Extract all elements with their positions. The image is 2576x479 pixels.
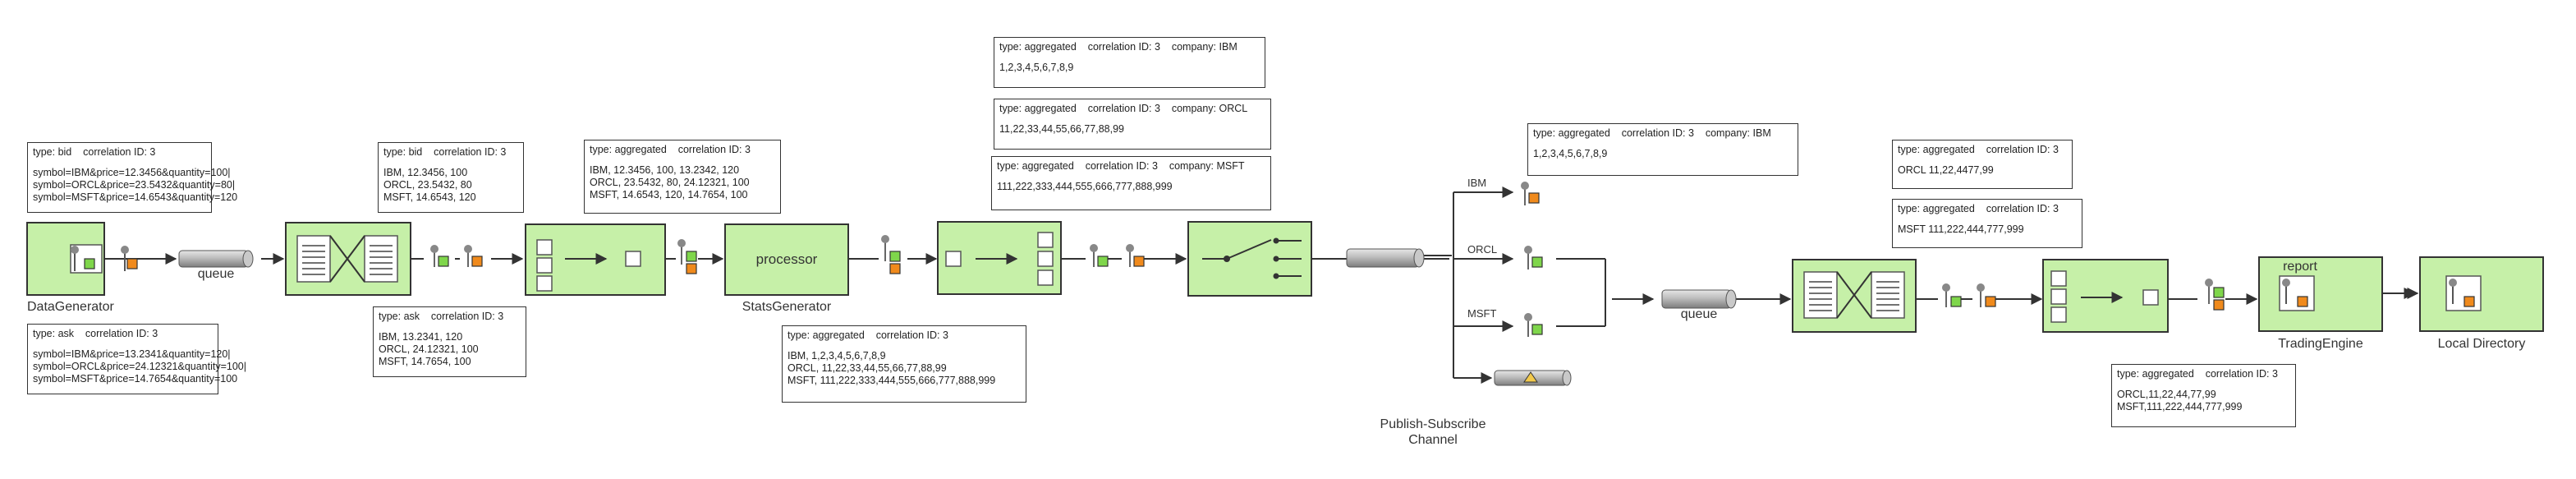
message-header: type: bid correlation ID: 3	[383, 146, 507, 158]
message-header: type: aggregated correlation ID: 3 compa…	[999, 103, 1248, 114]
message-line: 1,2,3,4,5,6,7,8,9	[999, 62, 1074, 73]
local-directory-component[interactable]	[2419, 256, 2544, 332]
report-label: report	[2283, 260, 2317, 274]
message-box-split-msft: type: aggregated correlation ID: 3 compa…	[991, 156, 1271, 210]
splitter-component-2[interactable]	[2042, 259, 2169, 333]
token-pair-3	[881, 235, 901, 274]
message-box-aggregated-pair: type: aggregated correlation ID: 3 IBM, …	[584, 140, 781, 214]
message-line: 1,2,3,4,5,6,7,8,9	[1533, 148, 1608, 159]
pubsub-label-line2: Channel	[1408, 433, 1458, 447]
token-msft	[1524, 313, 1543, 337]
token-orcl	[1524, 246, 1543, 269]
message-line: ORCL, 11,22,33,44,55,66,77,88,99	[787, 362, 947, 374]
message-line: ORCL, 23.5432, 80, 24.12321, 100	[590, 177, 750, 188]
message-box-bid-split: type: bid correlation ID: 3 IBM, 12.3456…	[378, 142, 524, 213]
message-line: IBM, 12.3456, 100, 13.2342, 120	[590, 164, 740, 176]
message-box-aggregated-stats: type: aggregated correlation ID: 3 IBM, …	[782, 325, 1026, 403]
message-store-component[interactable]	[26, 222, 138, 296]
message-line: 11,22,33,44,55,66,77,88,99	[999, 123, 1124, 135]
token-ibm	[1521, 182, 1540, 205]
data-generator-label: DataGenerator	[27, 300, 114, 314]
message-line: ORCL, 24.12321, 100	[379, 343, 479, 355]
message-header: type: bid correlation ID: 3	[33, 146, 156, 158]
message-header: type: aggregated correlation ID: 3	[2117, 368, 2278, 380]
dead-letter-pipe[interactable]	[1494, 370, 1572, 386]
message-line: MSFT, 14.6543, 120	[383, 191, 476, 203]
local-directory-label: Local Directory	[2437, 337, 2526, 351]
message-line: symbol=ORCL&price=24.12321&quantity=100|	[33, 361, 247, 372]
message-box-split-orcl: type: aggregated correlation ID: 3 compa…	[994, 99, 1271, 150]
message-box-final-orcl: type: aggregated correlation ID: 3 ORCL …	[1892, 140, 2073, 189]
message-line: 111,222,333,444,555,666,777,888,999	[997, 181, 1173, 192]
message-line: MSFT 111,222,444,777,999	[1898, 223, 2024, 235]
queue-label: queue	[197, 267, 235, 281]
message-header: type: aggregated correlation ID: 3 compa…	[1533, 127, 1771, 139]
message-box-final-combined: type: aggregated correlation ID: 3 ORCL,…	[2111, 364, 2296, 427]
pubsub-pipe[interactable]	[1346, 248, 1425, 268]
message-header: type: aggregated correlation ID: 3	[1898, 203, 2059, 214]
pubsub-label-line1: Publish-Subscribe	[1380, 417, 1486, 431]
message-box-ask-split: type: ask correlation ID: 3 IBM, 13.2341…	[373, 306, 526, 377]
message-header: type: aggregated correlation ID: 3	[1898, 144, 2059, 155]
message-box-split-ibm: type: aggregated correlation ID: 3 compa…	[994, 37, 1265, 88]
queue2-label: queue	[1680, 307, 1718, 321]
trading-engine-component[interactable]	[2258, 256, 2383, 332]
message-box-final-msft: type: aggregated correlation ID: 3 MSFT …	[1892, 199, 2082, 248]
message-line: symbol=IBM&price=12.3456&quantity=100|	[33, 167, 231, 178]
message-line: symbol=MSFT&price=14.7654&quantity=100	[33, 373, 238, 385]
message-line: IBM, 1,2,3,4,5,6,7,8,9	[787, 350, 886, 362]
stats-generator-label: StatsGenerator	[742, 300, 832, 314]
route-label-orcl: ORCL	[1467, 243, 1498, 256]
token-pair-2	[677, 239, 697, 274]
message-line: ORCL 11,22,4477,99	[1898, 164, 1994, 176]
pipe-channel-queue[interactable]	[178, 250, 254, 268]
message-header: type: aggregated correlation ID: 3	[787, 329, 948, 341]
message-header: type: aggregated correlation ID: 3 compa…	[997, 160, 1245, 172]
splitter-component[interactable]	[525, 223, 666, 296]
aggregator-component[interactable]	[285, 222, 411, 296]
message-line: symbol=MSFT&price=14.6543&quantity=120	[33, 191, 238, 203]
message-box-ask: type: ask correlation ID: 3 symbol=IBM&p…	[27, 324, 247, 394]
message-header: type: aggregated correlation ID: 3 compa…	[999, 41, 1237, 53]
message-line: IBM, 13.2341, 120	[379, 331, 463, 343]
route-label-ibm: IBM	[1467, 177, 1487, 189]
route-label-msft: MSFT	[1467, 307, 1497, 320]
processor-label: processor	[755, 251, 818, 267]
message-header: type: ask correlation ID: 3	[379, 311, 504, 322]
token-pair-1	[430, 245, 483, 267]
message-line: MSFT, 14.6543, 120, 14.7654, 100	[590, 189, 748, 200]
message-line: MSFT, 111,222,333,444,555,666,777,888,99…	[787, 375, 996, 386]
message-box-pubsub-ibm: type: aggregated correlation ID: 3 compa…	[1527, 123, 1798, 176]
processor-component[interactable]	[724, 223, 849, 296]
message-line: ORCL, 23.5432, 80	[383, 179, 472, 191]
trading-engine-label: TradingEngine	[2278, 337, 2363, 351]
message-line: ORCL,11,22,44,77,99	[2117, 389, 2216, 400]
message-line: IBM, 12.3456, 100	[383, 167, 468, 178]
message-header: type: ask correlation ID: 3	[33, 328, 158, 339]
router-component[interactable]	[1187, 221, 1312, 297]
aggregator-component-2[interactable]	[1792, 259, 1917, 333]
token-pair-5	[1916, 283, 1996, 307]
queue-pipe-2[interactable]	[1661, 289, 1737, 309]
token-pair-6	[2205, 279, 2225, 311]
token-pair-4	[1061, 244, 1187, 267]
message-box-bid: type: bid correlation ID: 3 symbol=IBM&p…	[27, 142, 238, 213]
aggregator-splitter-component[interactable]	[937, 221, 1062, 295]
message-line: symbol=IBM&price=13.2341&quantity=120|	[33, 348, 231, 360]
message-line: symbol=ORCL&price=23.5432&quantity=80|	[33, 179, 236, 191]
message-line: MSFT,111,222,444,777,999	[2117, 401, 2243, 412]
message-line: MSFT, 14.7654, 100	[379, 356, 471, 367]
message-header: type: aggregated correlation ID: 3	[590, 144, 751, 155]
